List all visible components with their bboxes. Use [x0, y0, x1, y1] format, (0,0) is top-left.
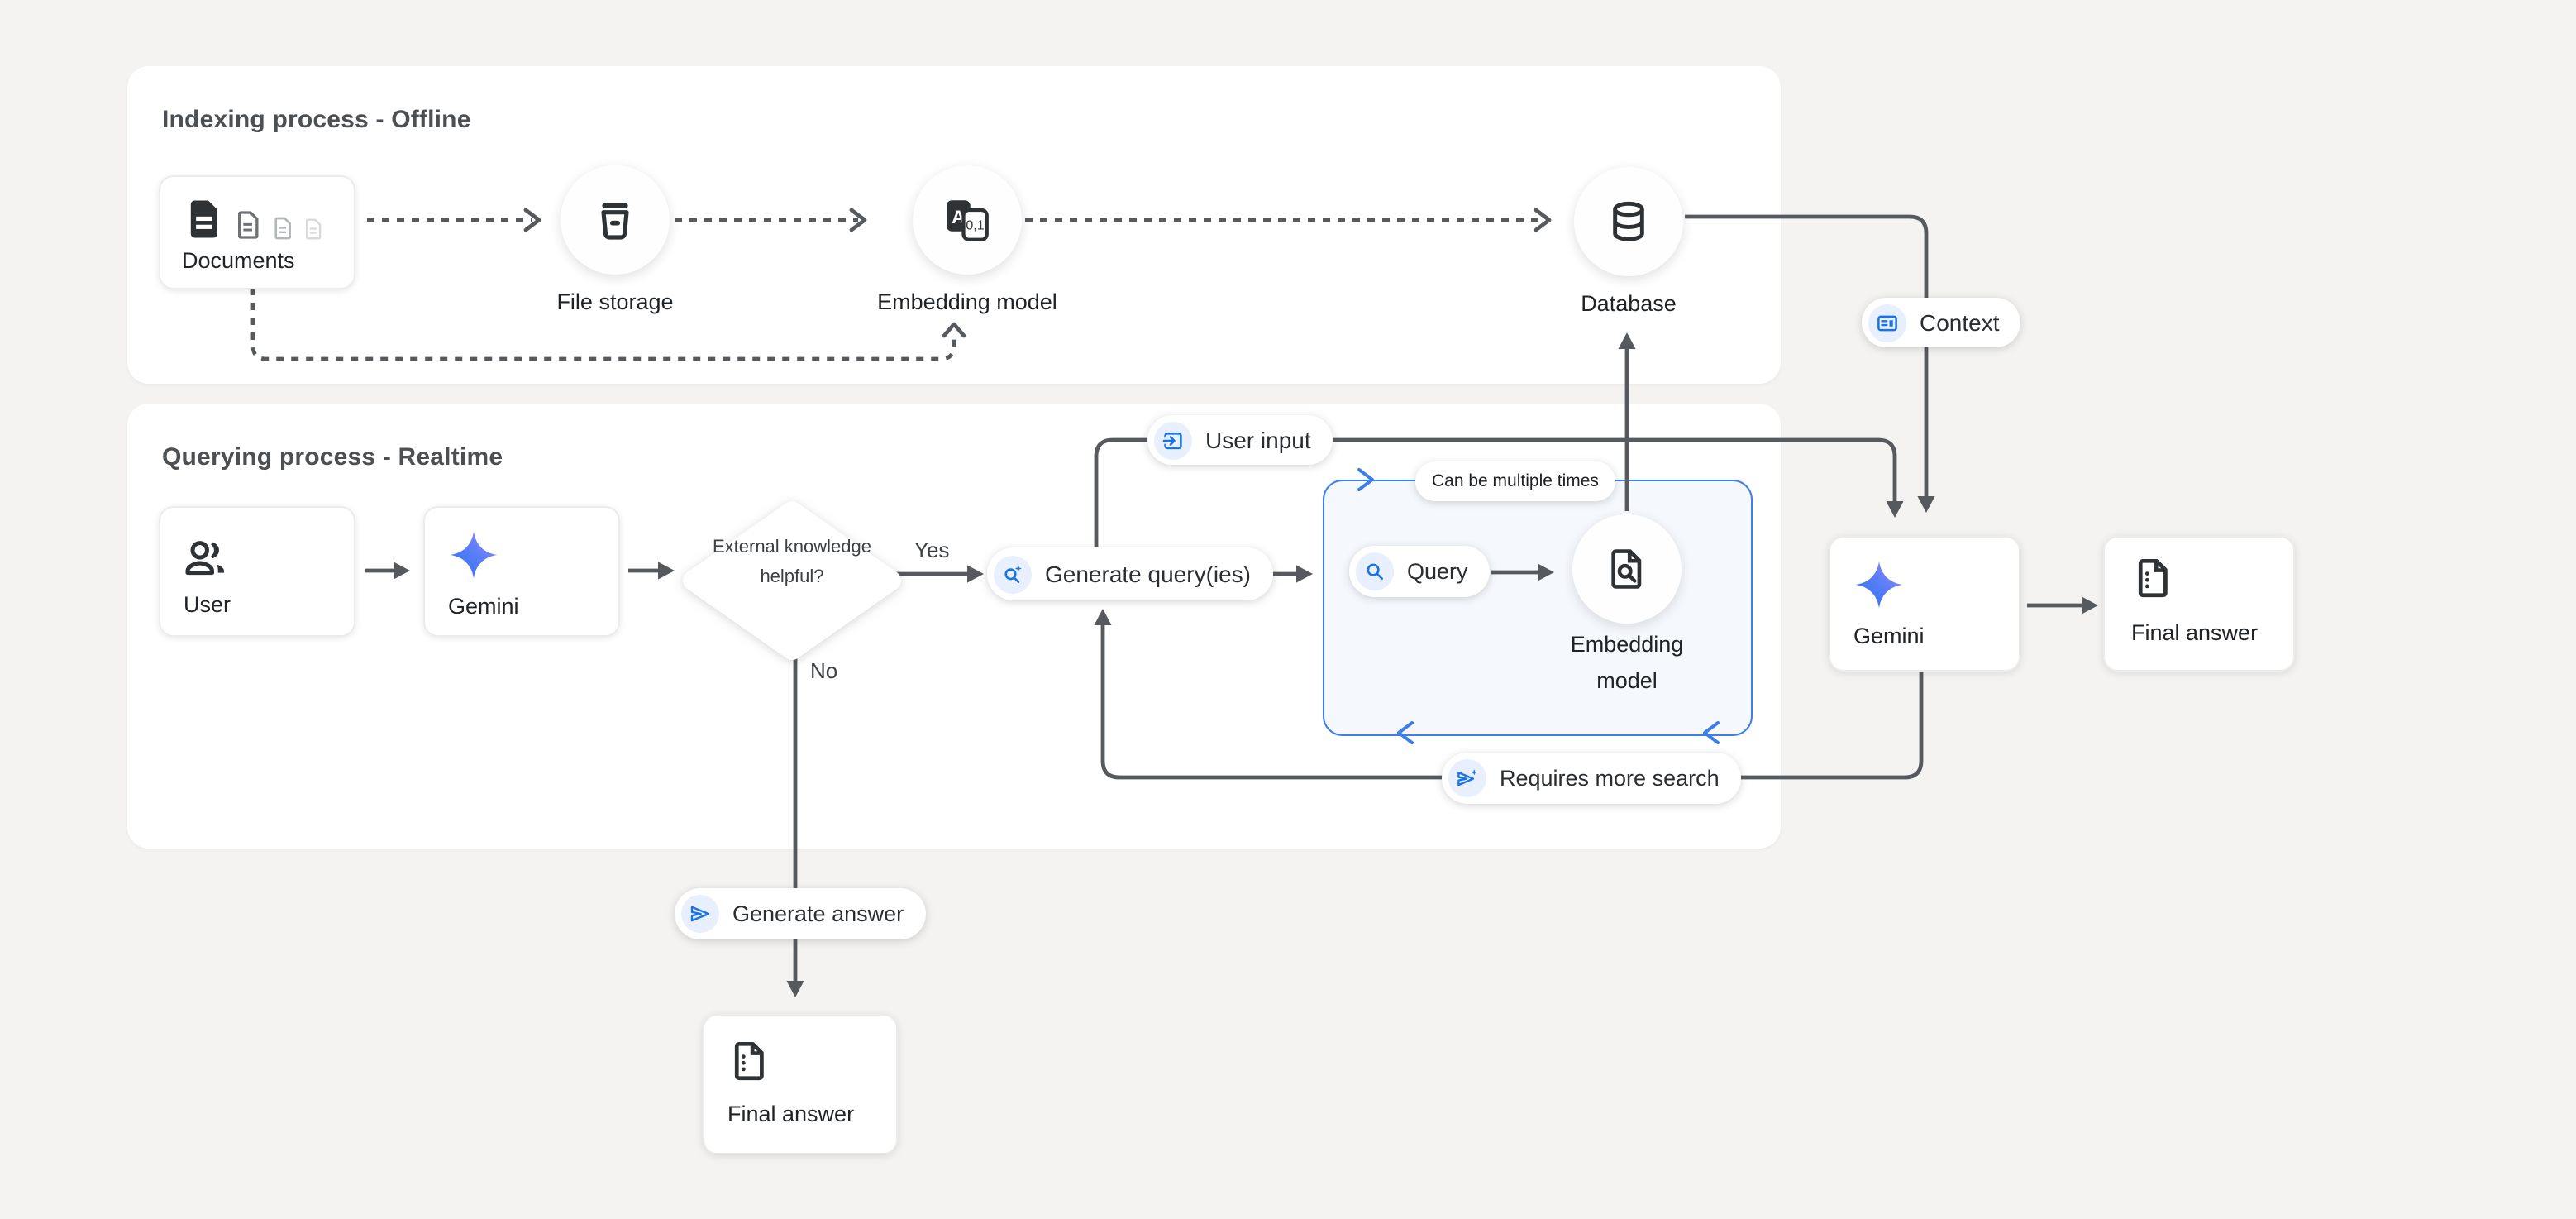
document-icon: [306, 218, 322, 240]
svg-text:0,1: 0,1: [966, 219, 984, 233]
final-answer-right-label: Final answer: [2131, 620, 2259, 645]
document-icon: [190, 200, 217, 238]
documents-icon: [182, 192, 326, 241]
no-label: No: [810, 658, 838, 683]
final-answer-doc-icon: [2131, 556, 2176, 609]
generate-queries-badge: Generate query(ies): [987, 547, 1273, 600]
database-node: [1574, 167, 1683, 276]
gemini-left-label: Gemini: [448, 594, 519, 619]
final-answer-bottom-node: [703, 1014, 898, 1154]
decision-label: External knowledge helpful?: [712, 538, 871, 587]
document-icon: [238, 211, 259, 239]
context-badge: Context: [1862, 298, 2021, 347]
input-icon: [1154, 421, 1192, 459]
generate-answer-badge: Generate answer: [675, 888, 926, 939]
svg-text:A: A: [952, 207, 965, 227]
query-embedding-model-label: Embedding model: [1570, 632, 1684, 693]
search-sparkle-icon: [994, 555, 1032, 593]
querying-panel-title: Querying process - Realtime: [162, 443, 503, 471]
user-group-icon: [182, 534, 230, 590]
gemini-left-node: [423, 506, 620, 637]
file-storage-node: [561, 165, 670, 275]
final-answer-bottom-label: Final answer: [727, 1102, 855, 1126]
gemini-star-icon: [1853, 559, 1905, 619]
embedding-model-label: Embedding model: [877, 289, 1057, 314]
gemini-star-icon: [448, 529, 499, 589]
query-embedding-model-node: [1572, 514, 1682, 624]
storage-bucket-icon: [601, 203, 629, 240]
user-input-badge: User input: [1147, 415, 1333, 465]
retrieval-loop-box: [1323, 480, 1753, 736]
gemini-right-label: Gemini: [1853, 624, 1925, 648]
final-answer-doc-icon: [727, 1039, 772, 1092]
search-icon: [1356, 552, 1394, 590]
send-sparkle-icon: [1448, 759, 1486, 797]
database-icon: [1613, 201, 1644, 241]
send-icon: [681, 895, 719, 933]
document-icon: [274, 217, 291, 240]
documents-label: Documents: [182, 248, 295, 273]
context-card-icon: [1868, 304, 1906, 342]
yes-label: Yes: [914, 538, 950, 562]
embedding-translate-icon: A 0,1: [947, 200, 989, 241]
final-answer-right-node: [2103, 536, 2295, 672]
can-be-multiple-times-badge: Can be multiple times: [1415, 461, 1615, 501]
database-label: Database: [1581, 291, 1677, 316]
user-label: User: [184, 592, 231, 617]
file-storage-label: File storage: [556, 289, 674, 314]
indexing-panel-title: Indexing process - Offline: [162, 106, 471, 134]
embedding-model-node: A 0,1: [913, 165, 1022, 275]
query-badge: Query: [1349, 546, 1490, 597]
document-search-icon: [1611, 549, 1642, 589]
requires-more-search-badge: Requires more search: [1442, 753, 1741, 804]
